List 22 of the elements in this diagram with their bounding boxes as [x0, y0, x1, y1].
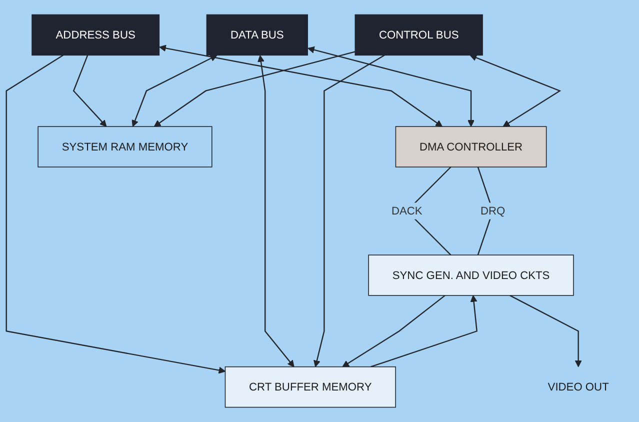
- node-box: SYSTEM RAM MEMORY: [38, 126, 212, 168]
- arrow: [258, 55, 294, 368]
- arrow: [154, 51, 356, 127]
- arrow: [159, 44, 442, 127]
- node-text: VIDEO OUT: [548, 380, 609, 393]
- arrow: [510, 294, 582, 368]
- arrow: [342, 294, 446, 368]
- arrow: [470, 54, 562, 127]
- arrow: [132, 55, 218, 127]
- edge-label: DACK: [391, 204, 422, 217]
- node-box: SYNC GEN. AND VIDEO CKTS: [368, 254, 574, 296]
- edge-label: DRQ: [480, 204, 506, 217]
- arrow: [72, 54, 107, 127]
- arrow: [6, 54, 226, 374]
- arrow: [308, 46, 475, 127]
- node-box: CONTROL BUS: [354, 14, 483, 56]
- node-box: ADDRESS BUS: [32, 14, 160, 56]
- node-box: CRT BUFFER MEMORY: [224, 366, 396, 408]
- node-box: DMA CONTROLLER: [395, 126, 547, 168]
- node-box: DATA BUS: [206, 14, 308, 56]
- arrow: [370, 295, 478, 368]
- arrow: [314, 54, 385, 368]
